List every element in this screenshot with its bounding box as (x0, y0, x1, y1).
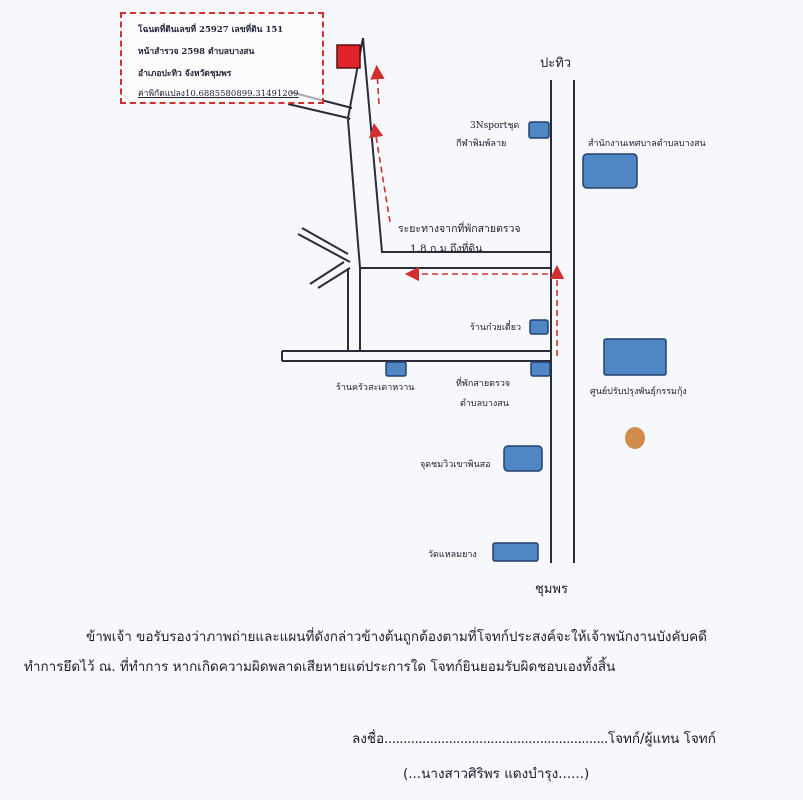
map-canvas (281, 37, 667, 563)
label-temple: วัดแหลมยาง (428, 550, 477, 560)
signature-block: ลงชื่อ..................................… (352, 727, 716, 749)
fork-road (297, 227, 351, 289)
parcel-survey-page: หน้าสำรวจ 2598 ตำบลบางสน (138, 47, 255, 57)
landmark-subdistrict-office (582, 153, 638, 189)
parcel-info-box: โฉนดที่ดินเลขที่ 25927 เลขที่ดิน 151 หน้… (120, 12, 324, 104)
certification-line-2: ทำการยึดไว้ ณ. ที่ทำการ หากเกิดความผิดพล… (24, 659, 616, 675)
landmark-restaurant (385, 361, 407, 377)
landmark-temple (492, 542, 539, 562)
certification-line-1: ข้าพเจ้า ขอรับรองว่าภาพถ่ายและแผนที่ดังก… (86, 629, 707, 645)
label-distance-1: ระยะทางจากที่พักสายตรวจ (398, 223, 521, 235)
label-police-post-2: ตำบลบางสน (460, 399, 509, 409)
landmark-noodle-shop (529, 319, 549, 335)
route-arrows (369, 64, 565, 356)
stain-mark (625, 427, 645, 449)
label-sport-shop-2: กีฬาพิมพ์ลาย (456, 139, 507, 149)
landmark-sport-shop (528, 121, 550, 139)
label-noodle-shop: ร้านก๋วยเตี๋ยว (470, 323, 522, 333)
signature-prefix: ลงชื่อ (352, 731, 385, 747)
landmark-viewpoint (503, 445, 543, 472)
label-south-town: ชุมพร (535, 582, 568, 597)
signature-dots: ........................................… (384, 731, 608, 747)
label-sport-shop-1: 3Nsportชุด (470, 121, 520, 131)
route-arrow-north-1 (369, 122, 391, 223)
lower-road (281, 268, 551, 362)
parcel-district: อำเภอปะทิว จังหวัดชุมพร (138, 69, 232, 79)
label-restaurant: ร้านครัวสะเดาหวาน (336, 383, 415, 393)
landmarks (385, 121, 667, 562)
label-viewpoint: จุดชมวิวเขาพินสอ (420, 460, 491, 470)
label-north-town: ปะทิว (540, 56, 572, 71)
parcel-deed-number: โฉนดที่ดินเลขที่ 25927 เลขที่ดิน 151 (138, 25, 284, 35)
label-police-post-1: ที่พักสายตรวจ (456, 379, 511, 389)
landmark-police-post (530, 361, 551, 377)
label-distance-2: 1.8 ก.ม.ถึงที่ดิน (410, 243, 483, 255)
main-highway (550, 80, 575, 563)
signature-suffix: โจทก์/ผู้แทน โจทก์ (607, 731, 716, 747)
label-subdistrict-office: สำนักงานเทศบาลตำบลบางสน (588, 139, 706, 149)
landmark-shrimp-center (603, 338, 667, 376)
label-shrimp-center: ศูนย์ปรับปรุงพันธุ์กรรมกุ้ง (590, 387, 687, 397)
parcel-coordinates: ค่าพิกัดแปลง10.6885580899.31491209 (138, 89, 299, 99)
target-parcel-marker (336, 44, 361, 69)
route-arrow-north-2 (370, 64, 385, 105)
signer-name: (...นางสาวศิริพร แดงบำรุง......) (403, 766, 590, 782)
